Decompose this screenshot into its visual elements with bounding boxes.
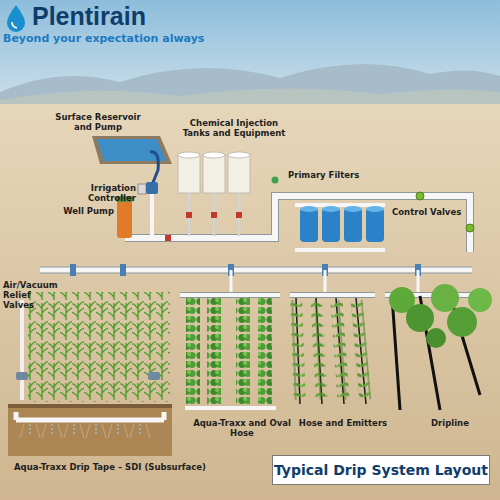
gauge — [272, 177, 279, 184]
tree-canopy — [431, 284, 459, 312]
logo-drop — [7, 5, 25, 32]
logo-highlight — [12, 22, 17, 28]
chemical-tank — [228, 155, 250, 193]
injection-lines — [189, 193, 239, 236]
header-pipe-outline — [40, 267, 472, 274]
tank-top — [203, 152, 225, 158]
emitter-plants — [351, 300, 372, 401]
part-label: Aqua-Traxx Drip Tape – SDI (Subsurface) — [14, 462, 244, 472]
filter-top — [366, 206, 384, 212]
control-valve — [466, 224, 474, 232]
filter-top — [344, 206, 362, 212]
part-label: Surface Reservoir and Pump — [55, 112, 141, 132]
emitter-plants — [290, 300, 305, 400]
tank-top — [178, 152, 200, 158]
primary-filter — [322, 208, 340, 242]
control-valve — [416, 192, 424, 200]
primary-filter — [300, 208, 318, 242]
emitter-plants — [331, 300, 350, 401]
valve — [148, 372, 160, 380]
corn-field — [28, 292, 170, 402]
part-label: Well Pump — [62, 206, 114, 216]
chemical-tank — [203, 155, 225, 193]
air-vacuum-valve — [120, 264, 126, 276]
dripline — [392, 296, 480, 410]
ground — [0, 104, 500, 500]
main-pipe-outline — [125, 196, 470, 252]
reservoir-water — [97, 139, 166, 161]
trench-soil — [8, 404, 172, 456]
filter-top — [322, 206, 340, 212]
oval-hose-row — [236, 298, 250, 406]
filter-top — [300, 206, 318, 212]
root-zone — [20, 424, 150, 438]
filter-manifold — [295, 205, 385, 250]
manifold-pipe — [20, 300, 24, 400]
oval-hose-row — [207, 298, 221, 406]
drip-drops — [30, 424, 140, 436]
primary-filter — [344, 208, 362, 242]
part-label: Hose and Emitters — [298, 418, 388, 428]
oval-hose-row — [258, 298, 272, 406]
air-vacuum-valve — [70, 264, 76, 276]
part-label: Control Valves — [392, 207, 482, 217]
valve — [16, 372, 28, 380]
diagram-title: Typical Drip System Layout — [274, 462, 488, 478]
sdi-pipe — [16, 418, 164, 423]
header-pipe — [40, 268, 472, 273]
logo-tagline: Beyond your expectation always — [3, 32, 263, 45]
risers — [231, 270, 418, 295]
tree-canopy — [406, 304, 434, 332]
part-label: Dripline — [418, 418, 482, 428]
valve — [165, 235, 171, 241]
part-label: Air/Vacuum Relief Valves — [3, 280, 58, 310]
well-pump — [117, 200, 132, 238]
tank-top — [228, 152, 250, 158]
reservoir-rim — [92, 136, 172, 164]
irrigation-controller — [138, 184, 146, 194]
part-label: Chemical Injection Tanks and Equipment — [176, 118, 292, 138]
trench-edge — [8, 404, 172, 408]
flush-pipe — [185, 406, 276, 410]
sky — [0, 0, 500, 120]
part-label: Aqua-Traxx and Oval Hose — [182, 418, 302, 438]
part-label: Irrigation Controller — [40, 183, 136, 203]
chemical-tank — [178, 155, 200, 193]
oval-hose-row — [186, 298, 200, 406]
surface-pump — [146, 182, 158, 194]
title-box: Typical Drip System Layout — [272, 455, 490, 485]
logo-name: Plentirain — [32, 2, 232, 30]
emitter-plants — [310, 300, 327, 400]
main-pipe — [125, 196, 470, 252]
sdi-elbow — [16, 412, 164, 420]
tree-canopy — [447, 307, 477, 337]
valve — [211, 212, 217, 218]
tree-canopy — [426, 328, 446, 348]
primary-filter — [366, 208, 384, 242]
pump-riser — [150, 194, 154, 238]
tree-canopy — [468, 288, 492, 312]
valve — [236, 212, 242, 218]
valve — [186, 212, 192, 218]
part-label: Primary Filters — [288, 170, 378, 180]
suction-pipe — [150, 152, 158, 185]
